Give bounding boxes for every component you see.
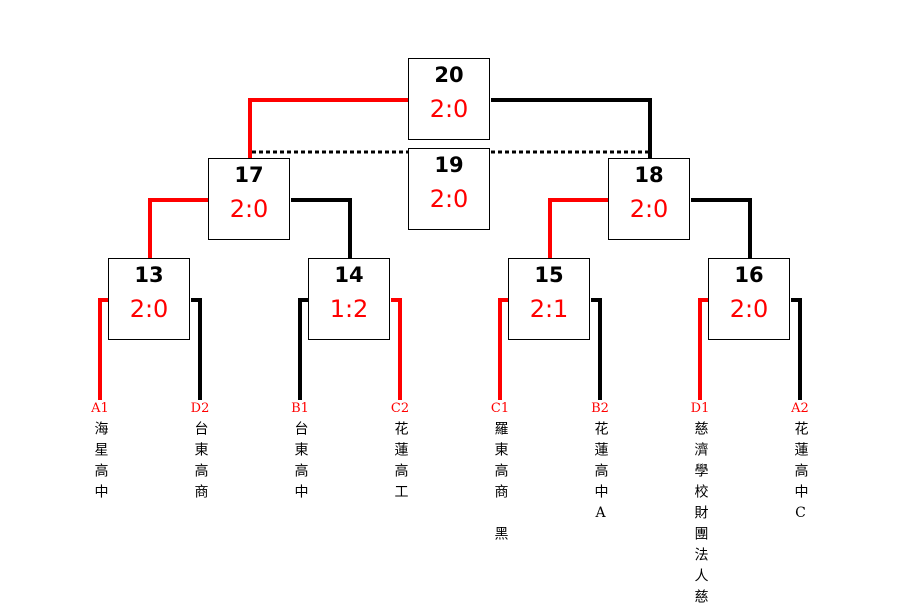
match-score: 1:2 bbox=[329, 295, 369, 323]
match-number: 15 bbox=[534, 263, 564, 287]
line-13-right bbox=[191, 298, 202, 400]
team-name: 台東高中 bbox=[292, 421, 309, 505]
match-number: 20 bbox=[434, 63, 464, 87]
match-number: 18 bbox=[634, 163, 664, 187]
team-seed: C2 bbox=[390, 401, 410, 416]
match-score: 2:0 bbox=[429, 95, 469, 123]
team-seed: A1 bbox=[91, 401, 109, 416]
team-seed: C1 bbox=[490, 401, 510, 416]
line-15-right bbox=[591, 298, 602, 400]
team-entry: D2 台東高商 bbox=[185, 399, 215, 505]
match-score: 2:0 bbox=[229, 195, 269, 223]
team-entry: A1 海星高中 bbox=[85, 399, 115, 505]
team-seed: D1 bbox=[690, 401, 710, 416]
match-score: 2:0 bbox=[629, 195, 669, 223]
match-number: 14 bbox=[334, 263, 364, 287]
line-18-left bbox=[548, 198, 609, 259]
match-number: 17 bbox=[234, 163, 264, 187]
team-seed: B1 bbox=[291, 401, 309, 416]
line-16-left bbox=[698, 298, 709, 400]
line-17-left bbox=[148, 198, 209, 259]
line-20-left bbox=[248, 98, 409, 159]
line-17-right bbox=[291, 198, 352, 259]
line-14-right bbox=[391, 298, 402, 400]
match-number: 19 bbox=[434, 153, 464, 177]
team-name: 台東高商 bbox=[192, 421, 209, 505]
line-15-left bbox=[498, 298, 509, 400]
team-name: 海星高中 bbox=[92, 421, 109, 505]
line-16-right bbox=[791, 298, 802, 400]
team-entry: B2 花蓮高中A bbox=[585, 399, 615, 528]
line-20-right bbox=[491, 98, 652, 159]
team-seed: D2 bbox=[190, 401, 210, 416]
team-name: 花蓮高中A bbox=[592, 421, 609, 528]
team-name: 花蓮高中C bbox=[792, 421, 809, 528]
match-number: 13 bbox=[134, 263, 164, 287]
match-score: 2:1 bbox=[529, 295, 569, 323]
team-name: 慈濟學校財團法人慈 bbox=[692, 421, 709, 610]
team-entry: B1 台東高中 bbox=[285, 399, 315, 505]
team-name: 花蓮高工 bbox=[392, 421, 409, 505]
team-entry: C2 花蓮高工 bbox=[385, 399, 415, 505]
line-14-left bbox=[298, 298, 309, 400]
line-18-right bbox=[691, 198, 752, 259]
team-name: 羅東高商 黑 bbox=[492, 421, 509, 547]
match-score: 2:0 bbox=[729, 295, 769, 323]
team-entry: D1 慈濟學校財團法人慈 bbox=[685, 399, 715, 610]
team-entry: C1 羅東高商 黑 bbox=[485, 399, 515, 547]
match-number: 16 bbox=[734, 263, 764, 287]
team-seed: A2 bbox=[791, 401, 809, 416]
match-score: 2:0 bbox=[129, 295, 169, 323]
team-seed: B2 bbox=[591, 401, 609, 416]
team-entry: A2 花蓮高中C bbox=[785, 399, 815, 528]
match-score: 2:0 bbox=[429, 185, 469, 213]
line-13-left bbox=[98, 298, 109, 400]
